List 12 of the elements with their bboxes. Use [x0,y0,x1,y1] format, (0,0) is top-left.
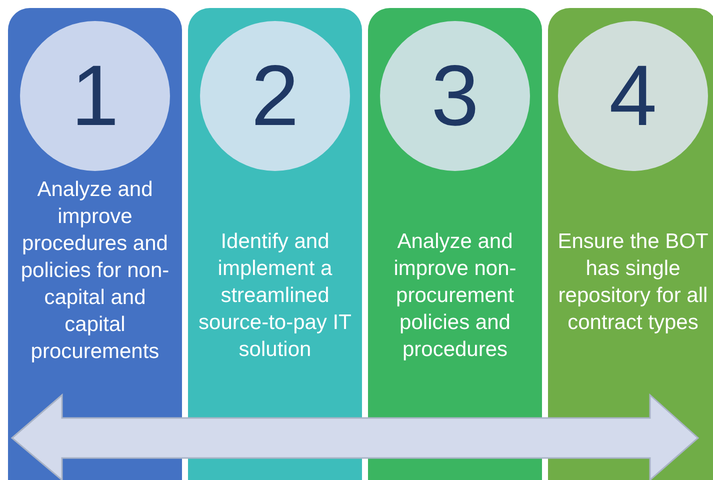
step-column [188,8,362,480]
step-description: Identify and implement a streamlined source-to-pay IT solution [198,229,352,363]
step-description: Analyze and improve procedures and policies for non-capital and capital procurements [20,177,170,365]
step-description: Ensure the BOT has single repository for all contract types [556,229,710,336]
step-column [8,8,182,480]
step-column [368,8,542,480]
step-number-circle: 2 [200,21,350,171]
step-number-circle: 4 [558,21,708,171]
step-number-circle: 3 [380,21,530,171]
step-column [548,8,713,480]
step-number-circle: 1 [20,21,170,171]
step-description: Analyze and improve non-procurement policies and procedures [392,229,518,363]
